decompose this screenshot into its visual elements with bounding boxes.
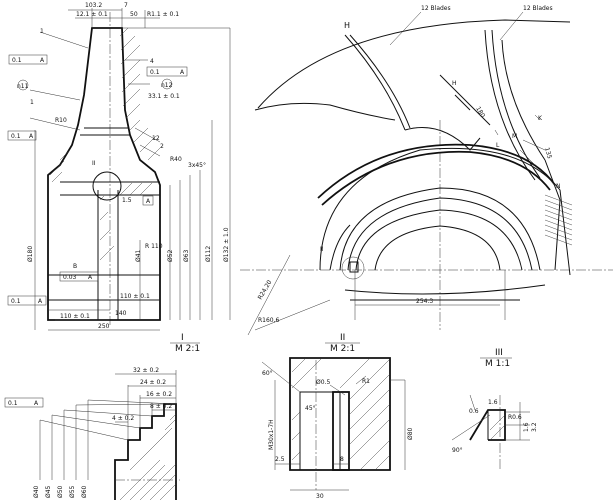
dim-stp3: 16 ± 0.2 — [146, 391, 172, 398]
dim-sd1: Ø40 — [33, 485, 40, 498]
datum-a2: A — [180, 69, 185, 76]
dim-s2-8: 8 — [340, 456, 344, 463]
dim-s2-45: 45° — [305, 405, 316, 412]
blades-label-left: 12 Blades — [421, 5, 451, 12]
note-n12: n12 — [161, 82, 173, 89]
dim-15: 1.5 — [122, 197, 132, 204]
dim-flag4: 4 — [150, 58, 154, 65]
stepped-bore-view — [4, 370, 180, 500]
dim-arc2: R160,6 — [258, 317, 280, 324]
letter-ii: II — [320, 246, 324, 253]
tol-3: 0.1 — [11, 133, 21, 140]
dim-180: 180 — [474, 106, 486, 120]
dim-s2-d05: Ø0.5 — [316, 379, 330, 386]
section-iii-view — [451, 394, 530, 470]
dim-250: 250 — [98, 323, 110, 330]
dim-top2: 7 — [124, 2, 128, 9]
dim-110b: 110 ± 0.1 — [60, 313, 90, 320]
tol-4: 0.1 — [11, 298, 21, 305]
letter-ii-detail: II — [92, 160, 96, 167]
note-n11: n11 — [17, 83, 29, 90]
dim-d112: Ø112 — [205, 246, 212, 262]
tol-steps: 0.1 — [8, 400, 18, 407]
view-title-ii: II — [340, 333, 345, 343]
dim-s2-60: 60° — [262, 370, 273, 377]
dim-s3-r06: R0.6 — [508, 414, 522, 421]
tol-5: 0.03 — [63, 274, 77, 281]
view-scale-iii: M 1:1 — [485, 359, 510, 369]
datum-a4: A — [88, 274, 93, 281]
tol-2: 0.1 — [150, 69, 160, 76]
dim-s2-thread: M30x1-7H — [268, 419, 275, 450]
datum-a3: A — [29, 133, 34, 140]
dim-r110: R 110 — [145, 243, 163, 250]
letter-h1: H — [344, 21, 350, 30]
dim-33: 33.1 ± 0.1 — [148, 93, 180, 100]
dim-arc1: R24,20 — [257, 279, 274, 301]
dim-s2-25: 2.5 — [275, 456, 285, 463]
view-title-iii: III — [495, 348, 503, 358]
dim-sd4: Ø55 — [69, 485, 76, 498]
dim-3x45: 3x45° — [188, 162, 206, 169]
blades-label-right: 12 Blades — [523, 5, 553, 12]
dim-arc3: 254.3 — [416, 298, 433, 305]
letter-m: M — [512, 133, 517, 140]
dim-s3-32: 3.2 — [531, 422, 538, 432]
datum-steps: A — [34, 400, 39, 407]
dim-stp5: 4 ± 0.2 — [112, 415, 134, 422]
dim-s2-d80: Ø80 — [407, 427, 414, 440]
dim-stp1: 32 ± 0.2 — [133, 367, 159, 374]
dim-s3-06: 0.6 — [469, 408, 479, 415]
letter-2: 2 — [160, 143, 164, 150]
dim-sd3: Ø50 — [57, 485, 64, 498]
dim-sd5: Ø60 — [81, 485, 88, 498]
dim-s2-30: 30 — [316, 493, 324, 500]
dim-s3-16b: 1.6 — [488, 399, 498, 406]
datum-a1: A — [40, 57, 45, 64]
blade-plan-view — [240, 19, 613, 336]
dim-d52: Ø52 — [167, 249, 174, 262]
letter-i1: 1 — [40, 28, 44, 35]
datum-a6: A — [146, 198, 151, 205]
dim-135: 135 — [543, 147, 553, 160]
dim-top4: R1.1 ± 0.1 — [147, 11, 179, 18]
dim-stp4: 8 ± 0.2 — [150, 403, 172, 410]
dim-s2-r1: R1 — [362, 378, 370, 385]
dim-sd2: Ø45 — [45, 485, 52, 498]
tol-1: 0.1 — [12, 57, 22, 64]
dim-top3: 50 — [130, 11, 138, 18]
view-scale-i: M 2:1 — [175, 344, 200, 354]
view-scale-ii: M 2:1 — [330, 344, 355, 354]
view-title-i: I — [181, 333, 184, 343]
letter-h2: H — [452, 80, 457, 87]
datum-a5: A — [38, 298, 43, 305]
dim-d63: Ø63 — [183, 249, 190, 262]
letter-1: 1 — [30, 99, 34, 106]
letter-k: K — [538, 115, 543, 122]
dim-110a: 110 ± 0.1 — [120, 293, 150, 300]
dim-top1: 103.2 — [85, 2, 102, 9]
letter-l: L — [496, 142, 500, 149]
dim-140: 140 — [115, 310, 127, 317]
dim-r10: R10 — [55, 117, 67, 124]
dim-12: 12 — [152, 135, 160, 142]
dim-r40: R40 — [170, 156, 182, 163]
section-ii-view — [261, 357, 406, 491]
letter-b: B — [73, 263, 77, 270]
letter-n: N — [556, 183, 561, 190]
dim-top5: 12.1 ± 0.1 — [76, 11, 108, 18]
dim-d41: Ø41 — [135, 249, 142, 262]
main-section-view — [7, 8, 231, 331]
dim-stp2: 24 ± 0.2 — [140, 379, 166, 386]
dim-s3-90: 90° — [452, 447, 463, 454]
dim-d132: Ø132 ± 1.0 — [223, 227, 230, 262]
dim-s3-16a: 1.6 — [523, 422, 530, 432]
dim-d180: Ø180 — [27, 246, 34, 262]
